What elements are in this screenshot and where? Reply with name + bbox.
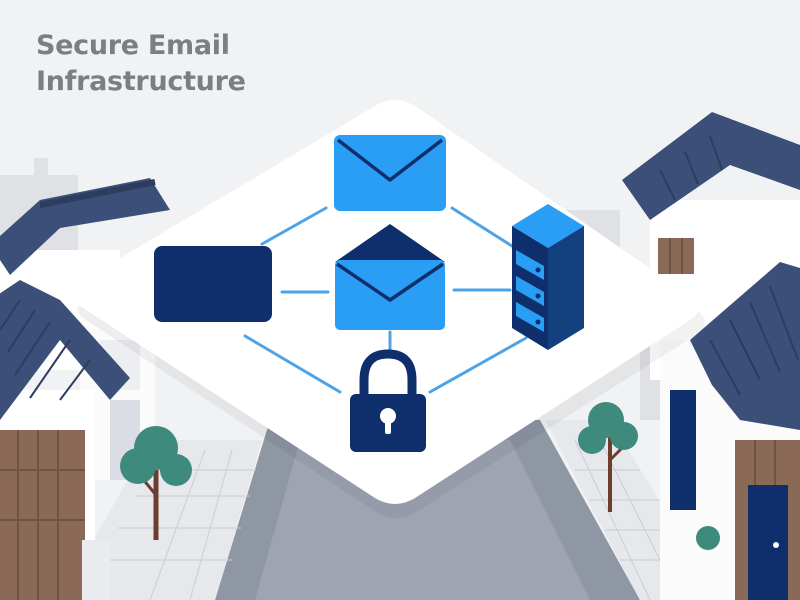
envelope-icon [334, 135, 446, 211]
padlock-icon [350, 349, 426, 452]
connector-lines [243, 206, 528, 394]
envelope-open-icon [335, 224, 445, 330]
page-title: Secure Email Infrastructure [36, 28, 246, 100]
server-icon [512, 204, 584, 350]
right-tree [578, 402, 638, 512]
street [60, 420, 720, 600]
title-line-1: Secure Email [36, 30, 230, 61]
title-line-2: Infrastructure [36, 66, 246, 97]
left-tree [120, 426, 192, 540]
card-icon [154, 246, 272, 322]
